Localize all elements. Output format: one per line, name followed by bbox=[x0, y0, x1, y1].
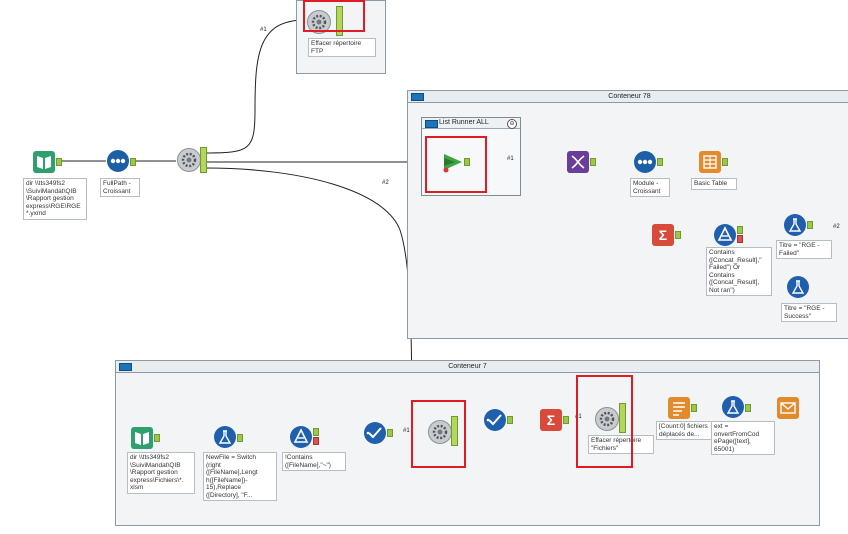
multi-output-anchor[interactable] bbox=[336, 6, 343, 36]
annotation-effacer-fichiers: Effacer répertoire "Fichiers" bbox=[588, 435, 654, 454]
container-toggle-icon[interactable] bbox=[411, 93, 424, 101]
true-anchor[interactable] bbox=[737, 226, 743, 234]
formula-flask-icon[interactable] bbox=[214, 426, 236, 448]
highlight-box bbox=[576, 375, 633, 468]
annotation-text-convert: ext = onvertFromCod ePage([text], 65001) bbox=[711, 421, 775, 455]
true-anchor[interactable] bbox=[313, 428, 319, 436]
list-runner-container[interactable]: List Runner ALL ⊖ bbox=[421, 117, 521, 196]
highlight-box bbox=[425, 136, 487, 193]
text-table-icon[interactable] bbox=[668, 397, 690, 419]
container-header: Conteneur 7 bbox=[116, 361, 819, 373]
block-flag-icon[interactable] bbox=[441, 150, 463, 173]
sort-dots-icon[interactable] bbox=[634, 151, 656, 173]
connection-label: #1 bbox=[403, 428, 410, 434]
filter-icon[interactable] bbox=[290, 426, 312, 448]
false-anchor[interactable] bbox=[313, 437, 319, 445]
container-toggle-icon[interactable] bbox=[119, 363, 132, 371]
email-envelope-icon[interactable] bbox=[777, 397, 799, 419]
annotation-effacer-ftp: Effacer répertoire FTP bbox=[308, 38, 376, 57]
connection-label: #1 bbox=[575, 414, 582, 420]
annotation-module: Module - Croissant bbox=[630, 178, 670, 197]
output-anchor[interactable] bbox=[563, 416, 569, 424]
basic-table-icon[interactable] bbox=[699, 151, 721, 173]
dynamic-dna-icon[interactable] bbox=[567, 151, 589, 173]
output-anchor[interactable] bbox=[691, 404, 697, 412]
list-runner-header: List Runner ALL ⊖ bbox=[422, 118, 520, 129]
connection-label: #2 bbox=[833, 224, 840, 230]
connection-label: #2 bbox=[382, 180, 389, 186]
output-anchor[interactable] bbox=[464, 158, 470, 166]
output-anchor[interactable] bbox=[130, 158, 136, 166]
formula-flask-icon[interactable] bbox=[722, 396, 744, 418]
check-icon[interactable] bbox=[364, 422, 386, 444]
connection-label: #1 bbox=[507, 156, 514, 162]
output-anchor[interactable] bbox=[237, 434, 243, 442]
filter-icon[interactable] bbox=[714, 224, 736, 246]
output-anchor[interactable] bbox=[387, 429, 393, 437]
output-anchor[interactable] bbox=[745, 404, 751, 412]
output-anchor[interactable] bbox=[154, 434, 160, 442]
container-title: Conteneur 78 bbox=[608, 93, 651, 100]
annotation-count-text: [Count:0] fichiers déplacés de... bbox=[656, 421, 718, 440]
multi-output-anchor[interactable] bbox=[200, 147, 207, 173]
summarize-sigma-icon[interactable]: Σ bbox=[540, 409, 562, 431]
container-header: Conteneur 78 bbox=[408, 91, 848, 103]
annotation-contains-filter: Contains ([Concat_Result]," Failed") Or … bbox=[706, 247, 772, 296]
formula-flask-icon[interactable] bbox=[787, 276, 809, 298]
highlight-box bbox=[411, 400, 466, 468]
multi-output-anchor[interactable] bbox=[451, 416, 458, 446]
check-icon[interactable] bbox=[484, 409, 506, 431]
annotation-newfile: NewFile = Switch (right ([FileName],Leng… bbox=[203, 452, 277, 501]
output-anchor[interactable] bbox=[722, 158, 728, 166]
list-runner-toggle-icon[interactable] bbox=[425, 120, 438, 128]
output-anchor[interactable] bbox=[657, 158, 663, 166]
input-book-icon[interactable] bbox=[131, 427, 153, 449]
annotation-titre-failed: Titre = "RGE - Failed" bbox=[776, 240, 832, 259]
collapse-icon[interactable]: ⊖ bbox=[507, 119, 517, 129]
output-anchor[interactable] bbox=[675, 231, 681, 239]
output-anchor[interactable] bbox=[507, 416, 513, 424]
effacer-fichiers-gear-icon[interactable] bbox=[595, 407, 619, 431]
runner-gear-icon[interactable] bbox=[177, 148, 201, 172]
formula-flask-icon[interactable] bbox=[784, 214, 806, 236]
input-book-icon[interactable] bbox=[33, 151, 55, 173]
multi-output-anchor[interactable] bbox=[619, 403, 626, 433]
summarize-sigma-icon[interactable]: Σ bbox=[652, 224, 674, 246]
output-anchor[interactable] bbox=[807, 221, 813, 229]
annotation-dir-input-c7: dir \\tts349fs2 \SuiviMandat\QIB \Rappor… bbox=[127, 452, 195, 494]
annotation-dir-input: dir \\tts349fs2 \SuiviMandat\QIB \Rappor… bbox=[23, 178, 87, 220]
annotation-titre-success: Titre = "RGE - Success" bbox=[781, 303, 837, 322]
annotation-contains-c7: !Contains ([FileName],"~") bbox=[282, 452, 346, 471]
sort-dots-icon[interactable] bbox=[107, 150, 129, 172]
annotation-fullpath: FullPath - Croissant bbox=[100, 178, 140, 197]
annotation-basic-table: Basic Table bbox=[691, 178, 737, 190]
output-anchor[interactable] bbox=[56, 158, 62, 166]
false-anchor[interactable] bbox=[737, 235, 743, 243]
highlight-box bbox=[303, 0, 365, 32]
container-title: Conteneur 7 bbox=[448, 363, 487, 370]
list-runner-title: List Runner ALL bbox=[439, 119, 489, 126]
connection-label: #1 bbox=[260, 27, 267, 33]
output-anchor[interactable] bbox=[590, 158, 596, 166]
